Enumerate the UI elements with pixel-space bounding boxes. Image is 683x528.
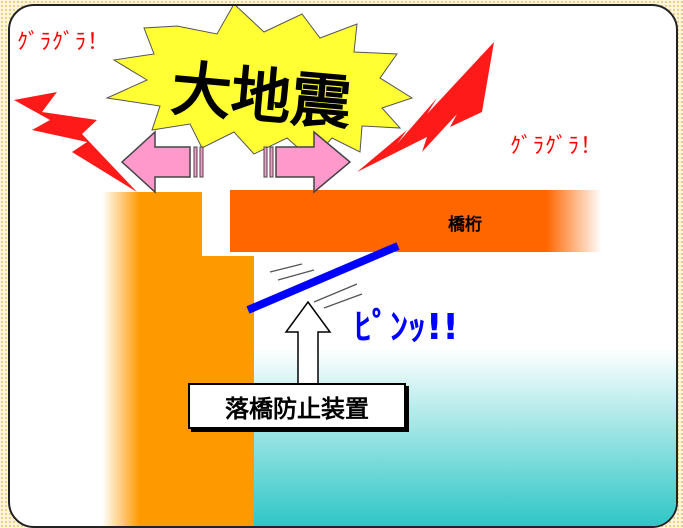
- burst-shape: [105, 6, 414, 161]
- headline-earthquake: 大地震: [168, 54, 354, 140]
- lightning-bolt-right: [357, 42, 494, 172]
- snap-sound-text: ﾋﾟﾝｯ!!: [354, 307, 459, 348]
- arrow-left: [120, 130, 204, 194]
- shake-sound-left: ｸﾞﾗｸﾞﾗ！: [17, 30, 111, 55]
- bridge-pier: [102, 192, 254, 526]
- diagram-panel: [8, 4, 678, 528]
- motion-lines: [269, 263, 363, 309]
- girder-label: 橋桁: [448, 215, 482, 235]
- shake-sound-right: ｸﾞﾗｸﾞﾗ！: [510, 134, 604, 159]
- device-label: 落橋防止装置: [225, 394, 369, 423]
- device-label-box: 落橋防止装置: [188, 383, 406, 429]
- restrainer-cable: [246, 242, 400, 314]
- lightning-bolt-left: [14, 92, 137, 192]
- diagram-artwork: [14, 6, 676, 526]
- bridge-girder: [230, 190, 602, 252]
- arrow-right: [263, 130, 352, 194]
